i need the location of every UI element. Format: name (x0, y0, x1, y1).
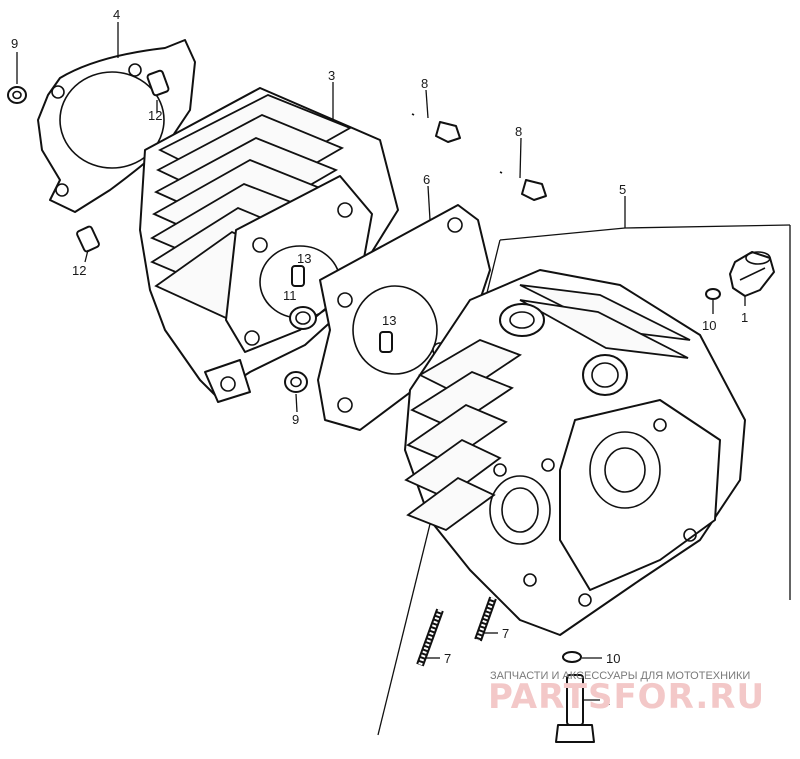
callout-7-right: 7 (502, 626, 509, 641)
callout-10-upper: 10 (702, 318, 716, 333)
dowel-pin-part-12-lower (76, 225, 100, 253)
watermark-brand: PARTSFOR.RU (488, 677, 765, 717)
callout-6: 6 (423, 172, 430, 187)
watermark: ЗАПЧАСТИ И АКСЕССУАРЫ ДЛЯ МОТОТЕХНИКИ PA… (488, 670, 765, 717)
o-ring-part-9-lower (284, 371, 308, 393)
leader-lines (16, 22, 746, 701)
callout-8-right: 8 (515, 124, 522, 139)
stud-part-7-left (416, 608, 444, 667)
callout-4: 4 (113, 7, 120, 22)
stud-part-7-right (474, 596, 497, 642)
callout-13-gasket: 13 (382, 313, 396, 328)
callout-2: 2 (603, 693, 610, 708)
callout-12-upper: 12 (148, 108, 162, 123)
oil-fitting-part-1 (729, 251, 775, 297)
callout-8-left: 8 (421, 76, 428, 91)
o-ring-part-10-upper (705, 288, 721, 300)
callout-12-lower: 12 (72, 263, 86, 278)
bolt-part-2 (555, 674, 595, 743)
o-ring-part-10-lower (562, 651, 582, 663)
callout-labels: 9 4 12 3 8 8 12 13 11 6 5 13 9 10 1 7 7 … (11, 7, 748, 708)
callout-10-lower: 10 (606, 651, 620, 666)
callout-9-lower: 9 (292, 412, 299, 427)
callout-3: 3 (328, 68, 335, 83)
callout-5: 5 (619, 182, 626, 197)
callout-13-cyl: 13 (297, 251, 311, 266)
cylinder-head-part-5 (404, 269, 746, 636)
head-bolt-part-8-left (411, 113, 461, 143)
callout-7-left: 7 (444, 651, 451, 666)
watermark-tagline: ЗАПЧАСТИ И АКСЕССУАРЫ ДЛЯ МОТОТЕХНИКИ (490, 670, 750, 682)
callout-1: 1 (741, 310, 748, 325)
callout-9-upper: 9 (11, 36, 18, 51)
dowel-pin-part-12-upper (146, 69, 170, 97)
callout-11: 11 (283, 288, 297, 303)
head-bolt-part-8-right (499, 171, 547, 201)
o-ring-part-9-upper (7, 86, 27, 104)
